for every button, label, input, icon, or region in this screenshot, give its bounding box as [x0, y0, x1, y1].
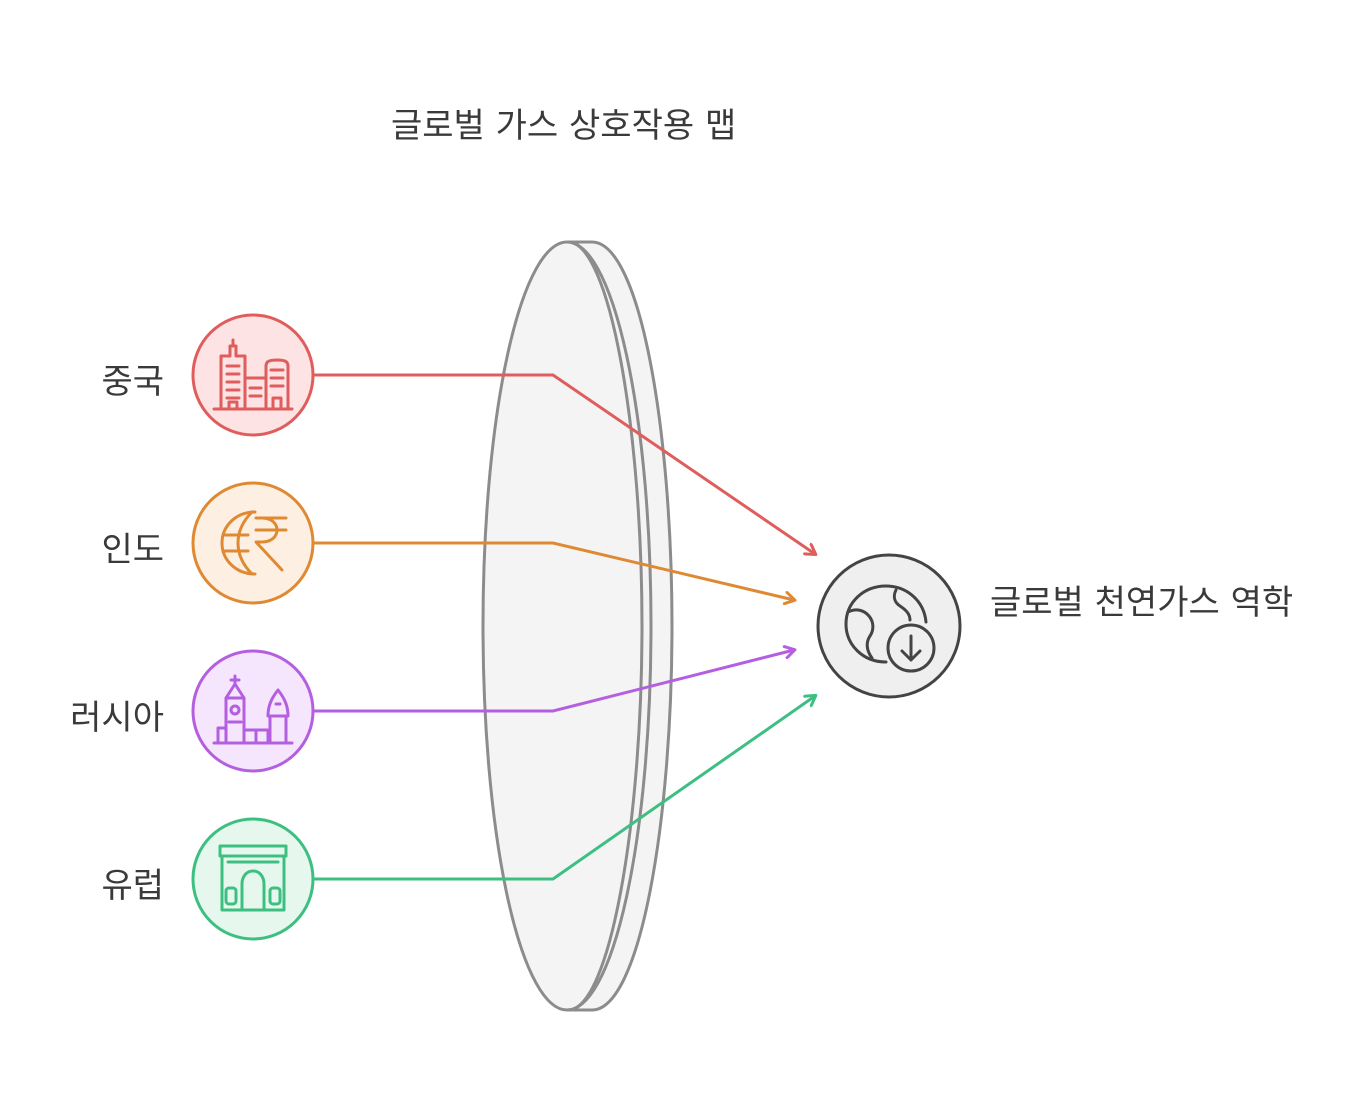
- region-label-europe: 유럽: [101, 866, 164, 906]
- city-buildings-icon: [212, 338, 294, 411]
- connector-europe: [314, 696, 815, 881]
- region-node-russia: [191, 649, 315, 773]
- region-label-india: 인도: [101, 530, 164, 570]
- globe-rupee-icon: [220, 510, 288, 576]
- connector-russia: [314, 650, 794, 713]
- result-label: 글로벌 천연가스 역학: [990, 583, 1294, 623]
- kremlin-towers-icon: [212, 674, 294, 745]
- lens-shape: [481, 240, 674, 1012]
- region-label-russia: 러시아: [70, 698, 164, 738]
- region-label-china: 중국: [101, 362, 164, 402]
- region-node-europe: [191, 817, 315, 941]
- connector-india: [314, 541, 794, 600]
- globe-download-icon: [844, 584, 936, 673]
- triumphal-arch-icon: [218, 844, 288, 912]
- result-node: [816, 553, 962, 699]
- diagram-title: 글로벌 가스 상호작용 맵: [391, 106, 737, 146]
- region-node-india: [191, 481, 315, 605]
- region-node-china: [191, 313, 315, 437]
- connector-china: [314, 373, 815, 554]
